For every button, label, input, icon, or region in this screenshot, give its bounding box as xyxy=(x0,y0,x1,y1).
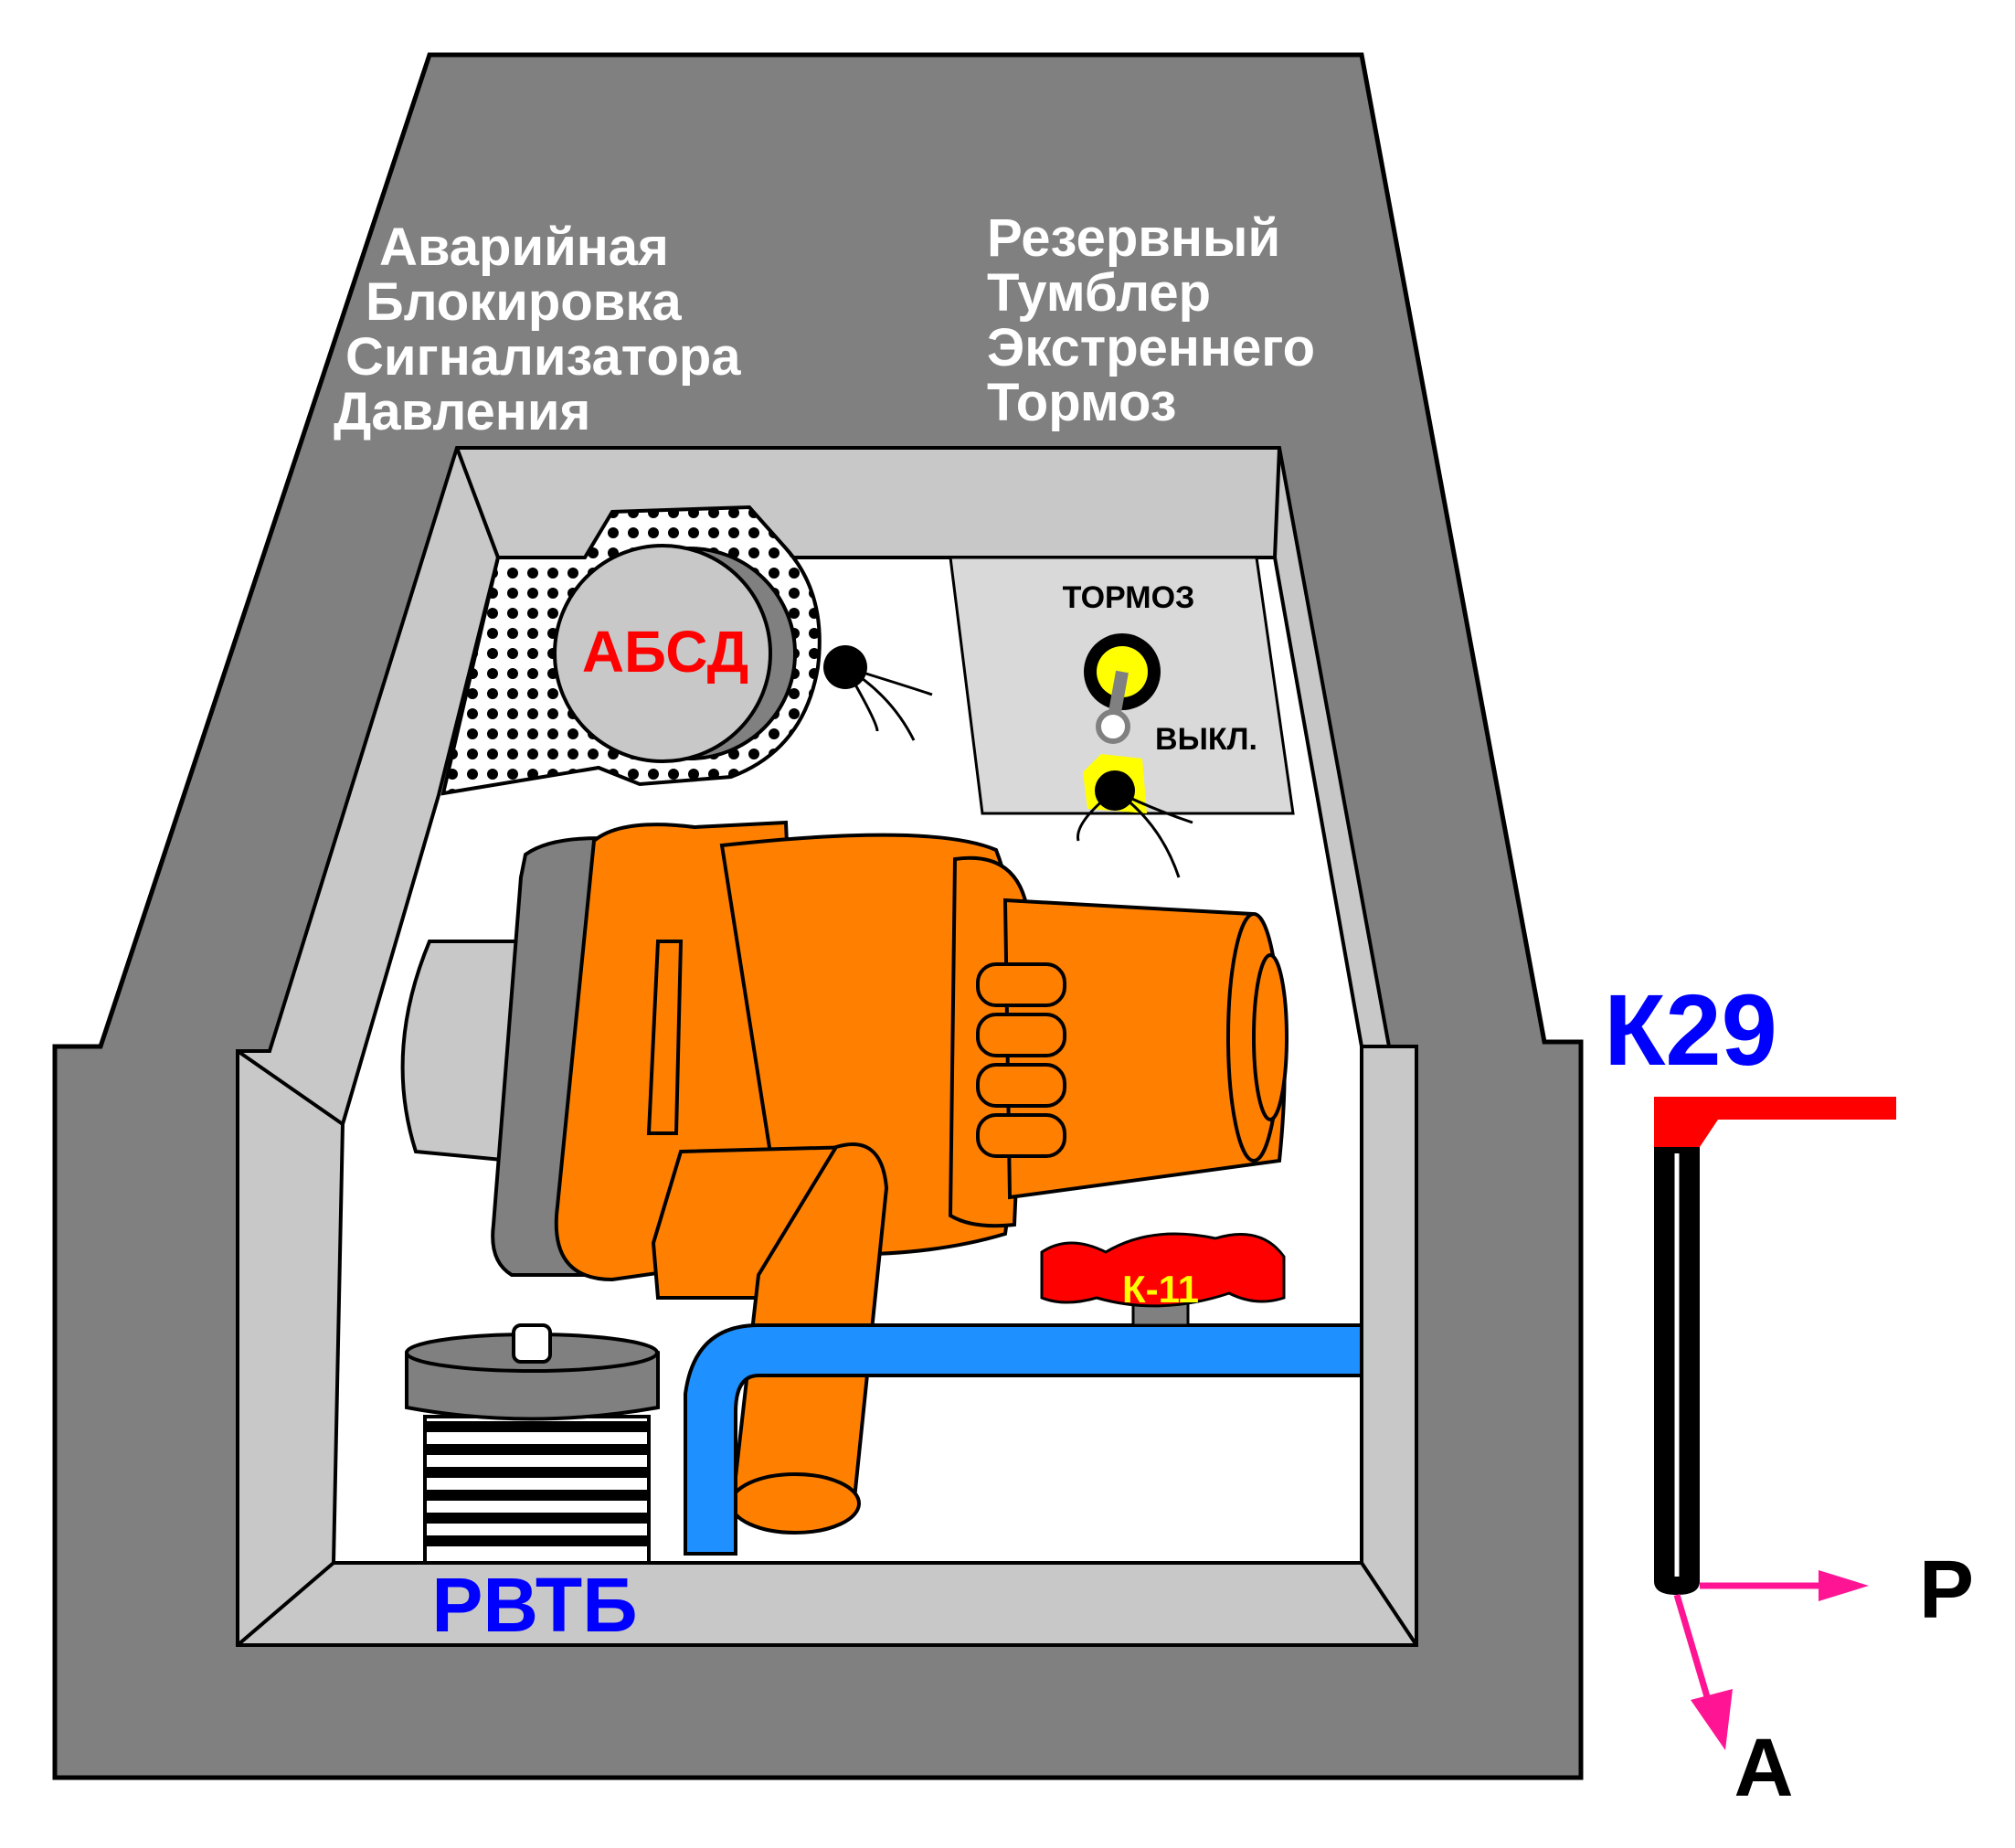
rvtb-unit xyxy=(405,1323,660,1565)
arrow-a-icon xyxy=(1673,1594,1733,1750)
reserve-toggle-line-4: Тормоз xyxy=(987,373,1177,432)
off-label: ВЫКЛ. xyxy=(1155,722,1257,757)
emergency-lock-label: Аварийная Блокировка Сигнализатора Давле… xyxy=(334,218,741,441)
toggle-switch-icon[interactable] xyxy=(1076,670,1193,878)
emergency-lock-line-4: Давления xyxy=(334,382,590,441)
k29-label: К29 xyxy=(1604,974,1777,1087)
brake-label: ТОРМОЗ xyxy=(1063,580,1195,615)
reserve-toggle-line-1: Резервный xyxy=(987,208,1280,268)
reserve-toggle-line-3: Экстреннего xyxy=(987,318,1315,377)
brake-valve-body xyxy=(400,820,1289,1535)
emergency-lock-line-3: Сигнализатора xyxy=(345,327,741,387)
k11-valve[interactable]: К-11 xyxy=(1040,1232,1286,1327)
emergency-lock-line-1: Аварийная xyxy=(379,218,669,277)
pressure-switch-icon[interactable]: АБСД xyxy=(440,504,933,796)
k11-label: К-11 xyxy=(1122,1268,1199,1311)
absd-label: АБСД xyxy=(582,619,748,685)
pipe xyxy=(684,1323,1363,1556)
rvtb-label: РВТБ xyxy=(431,1562,637,1648)
p-label: Р xyxy=(1919,1545,1974,1636)
brake-switch-panel: ТОРМОЗ ВЫКЛ. xyxy=(949,556,1295,878)
reserve-toggle-line-2: Тумблер xyxy=(987,263,1211,323)
emergency-lock-line-2: Блокировка xyxy=(366,272,682,332)
a-label: А xyxy=(1734,1723,1794,1814)
reserve-toggle-label: Резервный Тумблер Экстреннего Тормоз xyxy=(987,208,1315,432)
arrow-p-icon xyxy=(1700,1570,1869,1601)
k29-handle-diagram xyxy=(1654,1097,1896,1595)
